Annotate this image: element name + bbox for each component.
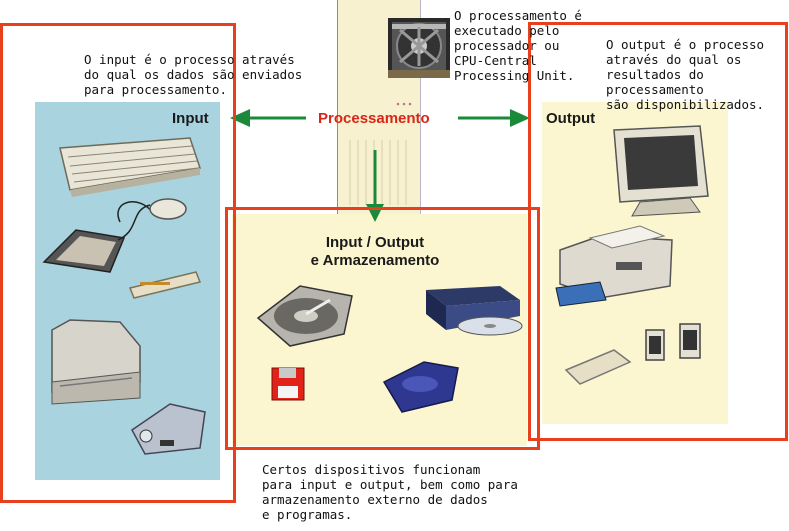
hard-disk-icon	[256, 285, 353, 347]
input-label: Input	[172, 110, 209, 127]
output-frame	[528, 22, 788, 441]
io-label-line2: e Armazenamento	[310, 252, 440, 269]
input-frame	[0, 23, 236, 503]
zip-drive-icon	[382, 361, 459, 413]
io-label-line1: Input / Output	[325, 234, 425, 251]
modem-icon	[128, 271, 202, 299]
io-label: Input / Output e Armazenamento	[275, 234, 475, 270]
mouse-icon	[117, 198, 187, 223]
processing-note: O processamento é executado pelo process…	[454, 8, 582, 83]
arrow-right-icon	[510, 109, 530, 127]
graphics-tablet-icon	[42, 204, 151, 273]
output-label: Output	[546, 110, 596, 127]
monitor-icon	[613, 125, 709, 217]
io-frame	[225, 207, 540, 450]
cpu-fan-icon	[388, 18, 450, 78]
printer-icon	[555, 225, 673, 307]
input-note: O input é o processo através do qual os …	[84, 52, 303, 97]
floppy-disk-icon	[271, 367, 305, 401]
output-note: O output é o processo através do qual os…	[606, 37, 765, 112]
io-note: Certos dispositivos funcionam para input…	[262, 462, 518, 522]
arrow-left-icon	[230, 109, 250, 127]
processing-label: Processamento	[318, 110, 430, 127]
scanner-icon	[51, 319, 141, 405]
cd-drive-icon	[426, 286, 523, 336]
webcam-icon	[131, 403, 206, 455]
output-modem-icon	[564, 349, 632, 385]
keyboard-icon	[59, 137, 201, 197]
speakers-icon	[645, 323, 701, 361]
